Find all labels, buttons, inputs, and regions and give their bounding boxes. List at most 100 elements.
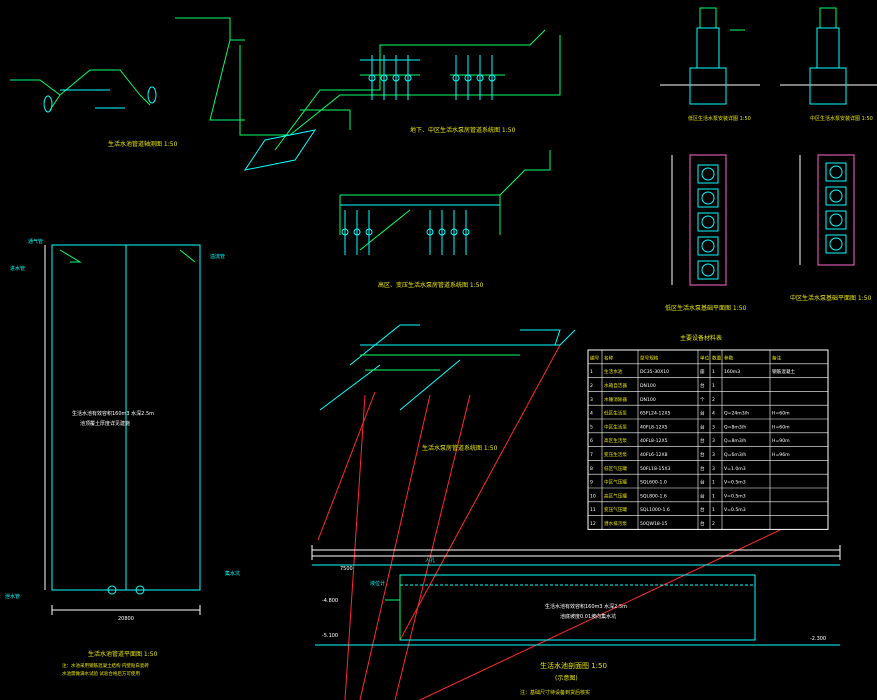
table-cell: 65FL24-12X5 (640, 411, 671, 417)
table-cell: 1 (590, 369, 593, 375)
table-cell: DN100 (640, 383, 656, 389)
table-cell: 1 (712, 493, 715, 499)
system-diagram-top (239, 29, 561, 171)
table-cell: SQL600-1.0 (640, 480, 667, 486)
table-cell: 7 (590, 452, 593, 458)
table-cell: 3 (712, 452, 715, 458)
table-cell: 1 (712, 480, 715, 486)
title-iso-bottom: 生活水泵房管道系统图 1:50 (422, 444, 498, 452)
table-cell: V=0.5m3 (724, 493, 746, 499)
table-cell: 2 (712, 521, 715, 527)
table-cell: 潜水排污泵 (604, 520, 627, 527)
table-cell: 台 (700, 410, 705, 417)
table-cell: 台 (700, 520, 705, 527)
table-cell: V=1.0m3 (724, 466, 746, 472)
tank-center-note: 生活水池有效容积160m3 水深2.5m (72, 410, 154, 417)
table-cell: 4 (590, 411, 593, 417)
table-header-cell: 编号 (590, 354, 600, 361)
table-cell: 50FL18-15X3 (640, 466, 671, 472)
tank-bottom-note1: 注：水池采用钢筋混凝土结构 内壁贴白瓷砖 (62, 662, 149, 669)
table-cell: 3 (590, 397, 593, 403)
table-cell: 6 (590, 438, 593, 444)
table-cell: 个 (700, 397, 705, 403)
pump-foundation-left (689, 154, 727, 286)
pump-foundation-left-units (671, 155, 719, 285)
table-cell: 10 (590, 493, 596, 499)
pump-set-top-1 (368, 55, 496, 100)
table-cell: 水锤消除器 (604, 396, 627, 403)
table-cell: 台 (700, 492, 705, 499)
pump-elev-left-title: 低区生活水泵安装详图 1:50 (688, 115, 751, 122)
table-cell: 2 (590, 383, 593, 389)
table-cell: Q=24m3/h (724, 411, 749, 417)
table-cell: 台 (700, 382, 705, 389)
tank-pipe-isometric (10, 17, 245, 121)
title-top-left: 生活水池管道轴测图 1:50 (108, 140, 178, 148)
table-cell: 50QW18-15 (640, 521, 667, 527)
pump-elevation-left (660, 7, 760, 105)
table-cell: 2 (712, 397, 715, 403)
label-sump: 集水坑 (225, 570, 240, 577)
table-cell: 台 (700, 479, 705, 486)
iso-pump-system (319, 324, 576, 411)
table-cell: 台 (700, 423, 705, 430)
table-cell: H=96m (772, 452, 790, 458)
table-header-cell: 备注 (772, 354, 782, 361)
table-cell: 160m3 (724, 369, 740, 375)
table-cell: SQL800-1.6 (640, 493, 667, 499)
table-cell: 5 (590, 424, 593, 430)
pump-elevation-right (780, 7, 877, 105)
label-water-in: 进水管 (10, 265, 25, 272)
section-elev1: -4.800 (322, 598, 338, 604)
table-cell: 变压气压罐 (604, 506, 627, 513)
table-frame (587, 349, 829, 530)
table-cell: SQL1000-1.6 (640, 507, 670, 513)
section-level: 液位计 (370, 580, 385, 587)
table-cell: H=60m (772, 411, 790, 417)
table-cell: 变压生活泵 (604, 451, 627, 458)
tank-center-note2: 池顶覆土厚度详见建施 (80, 420, 130, 427)
table-cell: 40FL8-12X5 (640, 438, 668, 444)
title-middle: 高区、变压生活水泵房管道系统图 1:50 (378, 281, 484, 289)
table-cell: 40FL6-12X8 (640, 452, 668, 458)
system-diagram-middle (339, 150, 551, 251)
table-cell: 台 (700, 465, 705, 472)
pump-set-middle (341, 210, 470, 255)
table-title: 主要设备材料表 (680, 334, 722, 342)
tank-plan (44, 244, 201, 615)
section-manhole: 人孔 (425, 557, 435, 564)
title-top-middle: 地下、中区生活水泵房管道系统图 1:50 (410, 126, 516, 134)
label-dim: 20800 (118, 616, 134, 622)
table-cell: 台 (700, 506, 705, 513)
table-cell: 1 (712, 369, 715, 375)
table-header-cell: 名称 (604, 354, 614, 361)
tank-section (311, 545, 841, 646)
table-cell: 台 (700, 437, 705, 444)
table-header-cell: 参数 (724, 354, 734, 361)
table-cell: 3 (712, 424, 715, 430)
table-cell: 中区生活泵 (604, 423, 627, 430)
table-header-cell: 数量 (712, 354, 722, 361)
label-drain: 泄水管 (5, 593, 20, 600)
table-cell: 1 (712, 383, 715, 389)
table-header-cell: 型号规格 (640, 354, 659, 361)
table-cell: 12 (590, 521, 596, 527)
red-reference-lines (317, 344, 781, 700)
table-cell: 座 (700, 368, 705, 375)
table-cell: V=0.5m3 (724, 480, 746, 486)
title-section-sub: (示意图) (555, 674, 578, 682)
table-cell: H=60m (772, 424, 790, 430)
table-cell: H=90m (772, 438, 790, 444)
table-cell: 中区气压罐 (604, 479, 627, 486)
table-cell: DC35-30X10 (640, 369, 669, 375)
section-center-note: 生活水池有效容积160m3 水深2.5m (545, 603, 627, 610)
table-cell: 高区生活泵 (604, 437, 627, 444)
table-cell: 生活水池 (604, 368, 623, 375)
table-cell: 水箱自洁器 (604, 382, 627, 389)
table-cell: 4 (712, 411, 715, 417)
table-cell: V=0.5m3 (724, 507, 746, 513)
label-vent: 通气管 (28, 238, 43, 245)
title-section: 生活水池剖面图 1:50 (540, 661, 607, 670)
